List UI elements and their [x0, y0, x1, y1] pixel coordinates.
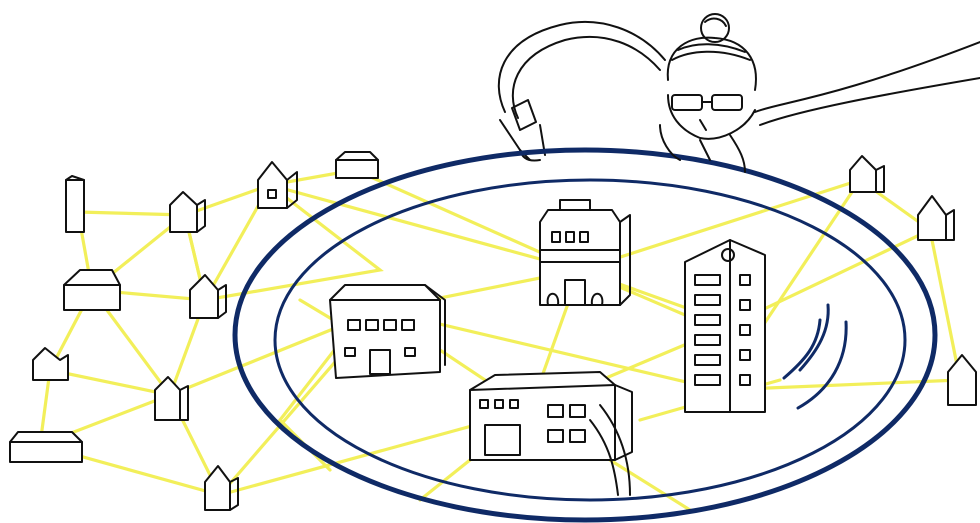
house-11	[850, 156, 884, 192]
building-icon	[330, 200, 765, 495]
building-ornate	[540, 200, 630, 305]
building-school	[330, 285, 445, 378]
house-9	[10, 432, 82, 462]
house-13	[948, 355, 976, 405]
house-1	[66, 176, 84, 232]
person-with-glasses-icon	[660, 14, 980, 172]
house-4	[336, 152, 378, 178]
building-tower	[685, 240, 765, 412]
building-office	[470, 372, 632, 495]
house-7	[33, 348, 68, 380]
house-12	[918, 196, 954, 240]
house-2	[170, 192, 205, 232]
house-5	[64, 270, 120, 310]
